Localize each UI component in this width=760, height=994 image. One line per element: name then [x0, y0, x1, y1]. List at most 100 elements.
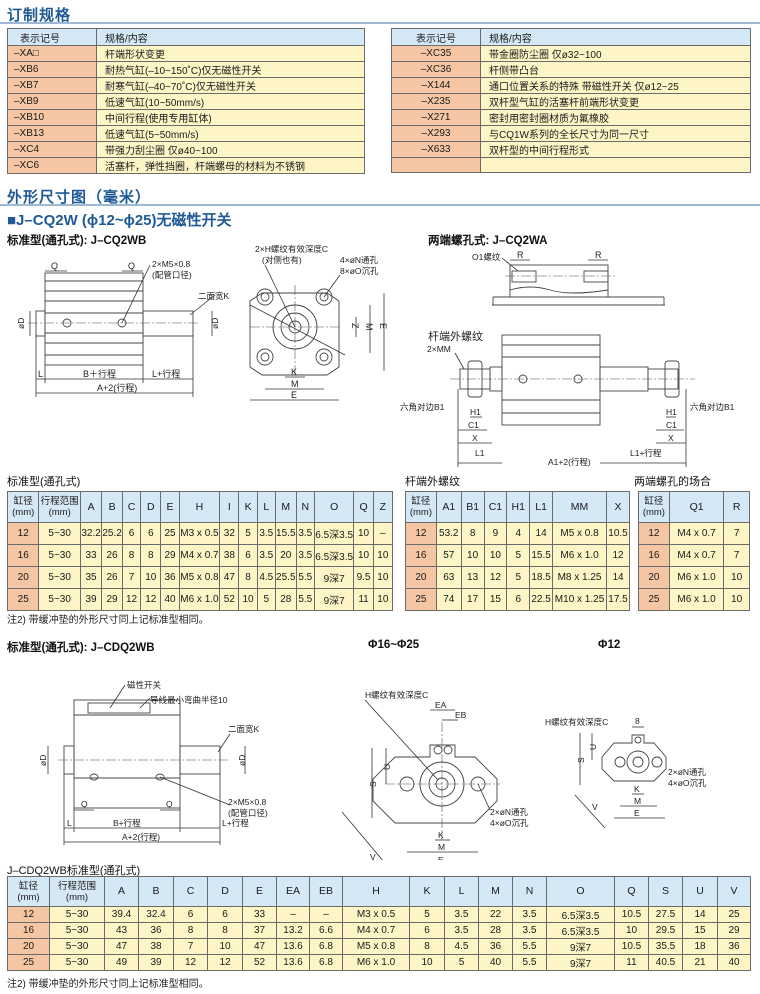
table-cell: 6.5深3.5	[546, 906, 615, 923]
rod-end-drawing: O1螺纹 R R 杆端外螺纹 2×MM 六角对边B1 六角对边B1 H1 H1 …	[400, 250, 735, 467]
column-header: Q	[614, 876, 649, 907]
table-cell: 32	[219, 522, 240, 545]
spec-code: –X271	[391, 109, 481, 126]
column-header: K	[409, 876, 445, 907]
table-cell: M5 x 0.8	[178, 566, 221, 589]
table-cell: 25	[717, 906, 751, 923]
table-cell: 39	[138, 954, 174, 971]
table-cell: M4 x 0.7	[178, 544, 221, 567]
cdq-dim-a-total: A+2(行程)	[122, 832, 160, 842]
cdq-end-view-16-25	[341, 699, 500, 860]
table-cell: 7	[121, 566, 142, 589]
table-cell: 10	[372, 566, 394, 589]
spec-desc: 与CQ1W系列的全长尺寸为同一尺寸	[480, 125, 751, 142]
table-cell: 25	[160, 522, 180, 545]
both-end-thread-view	[492, 257, 665, 306]
dims-title: 外形尺寸图（毫米）	[7, 189, 152, 206]
rod-end-view	[450, 334, 695, 467]
column-header: L	[444, 876, 479, 907]
rod-table-label: 杆端外螺纹	[405, 476, 460, 488]
column-header: D	[207, 876, 243, 907]
table-cell: 10	[238, 588, 258, 611]
column-header: 缸径 (mm)	[405, 491, 437, 523]
spec-row: –XA□杆端形状变更	[7, 45, 365, 62]
table-cell: 39.4	[104, 906, 139, 923]
table-cell: 21	[682, 954, 718, 971]
section-divider	[0, 22, 760, 24]
table-cell: 6.6	[309, 922, 343, 939]
table-cell: 5	[256, 588, 276, 611]
std-table-label: 标准型(通孔式)	[7, 476, 81, 488]
dim-m-vertical: M	[364, 323, 374, 331]
dim-c1-right: C1	[666, 420, 677, 430]
table-cell: 5~30	[38, 588, 81, 611]
hex-label-right: 六角对边B1	[690, 402, 735, 412]
table-cell: 3.5	[295, 544, 315, 567]
dim-eight: 8	[635, 716, 640, 726]
table-cell: –	[372, 522, 394, 545]
bore-cell: 12	[7, 906, 50, 923]
table-cell: 3.5	[256, 544, 276, 567]
column-header: 行程范围 (mm)	[49, 876, 105, 907]
table-cell: 36	[717, 938, 751, 955]
spec-desc: 中间行程(使用专用缸体)	[96, 109, 365, 126]
table-cell: 40	[160, 588, 180, 611]
bore-cell: 25	[405, 588, 437, 611]
spec-code: –XB7	[7, 77, 97, 94]
header-desc: 规格/内容	[480, 28, 751, 46]
spec-desc: 耐热气缸(–10~150˚C)仅无磁性开关	[96, 61, 365, 78]
cdq-od-left: øD	[38, 755, 48, 766]
table-cell: 13.6	[276, 954, 310, 971]
column-header: E	[242, 876, 277, 907]
column-header: U	[682, 876, 718, 907]
dim-r-left: R	[517, 250, 524, 260]
spec-code: –X293	[391, 125, 481, 142]
spec-code: –XB13	[7, 125, 97, 142]
table-cell: 35.5	[648, 938, 683, 955]
table-cell: 7	[723, 522, 750, 545]
bore-cell: 16	[638, 544, 670, 567]
table-cell: M5 x 0.8	[552, 522, 607, 545]
table-cell: –	[276, 906, 310, 923]
column-header: 缸径 (mm)	[7, 876, 50, 907]
table-cell: 10.5	[614, 906, 649, 923]
cylinder-side-view	[28, 264, 216, 397]
column-header: C	[173, 876, 208, 907]
table-cell: 40	[717, 954, 751, 971]
table-cell: 5~30	[49, 922, 105, 939]
column-header: Z	[372, 491, 394, 523]
phi-16-25-label: Φ16~Φ25	[368, 639, 420, 651]
phi12-dim-e: E	[634, 808, 640, 818]
table-cell: 10	[409, 954, 445, 971]
table-cell: 13.2	[276, 922, 310, 939]
table-cell: 6.5深3.5	[313, 544, 355, 567]
dim-l1: L1	[475, 448, 485, 458]
dim-h1-right: H1	[666, 407, 677, 417]
table-cell: 3.5	[512, 906, 547, 923]
table-cell: 28	[274, 588, 297, 611]
table-cell: 6	[173, 906, 208, 923]
table-cell: 33	[79, 544, 103, 567]
column-header: M	[478, 876, 513, 907]
table-cell: 18.5	[529, 566, 554, 589]
table-cell: 10	[614, 922, 649, 939]
spec-code: –XB9	[7, 93, 97, 110]
table-cell: 10	[372, 588, 394, 611]
table-cell: 5	[409, 906, 445, 923]
phi12-dim-s: S	[576, 757, 586, 763]
bore-cell: 16	[6, 544, 40, 567]
table-cell: 7	[723, 544, 750, 567]
table-cell: 27.5	[648, 906, 683, 923]
table-cell: 40.5	[648, 954, 683, 971]
spec-code: –XC4	[7, 141, 97, 158]
dim-l1-stroke: L1+行程	[630, 448, 662, 458]
table-cell: 47	[242, 938, 277, 955]
